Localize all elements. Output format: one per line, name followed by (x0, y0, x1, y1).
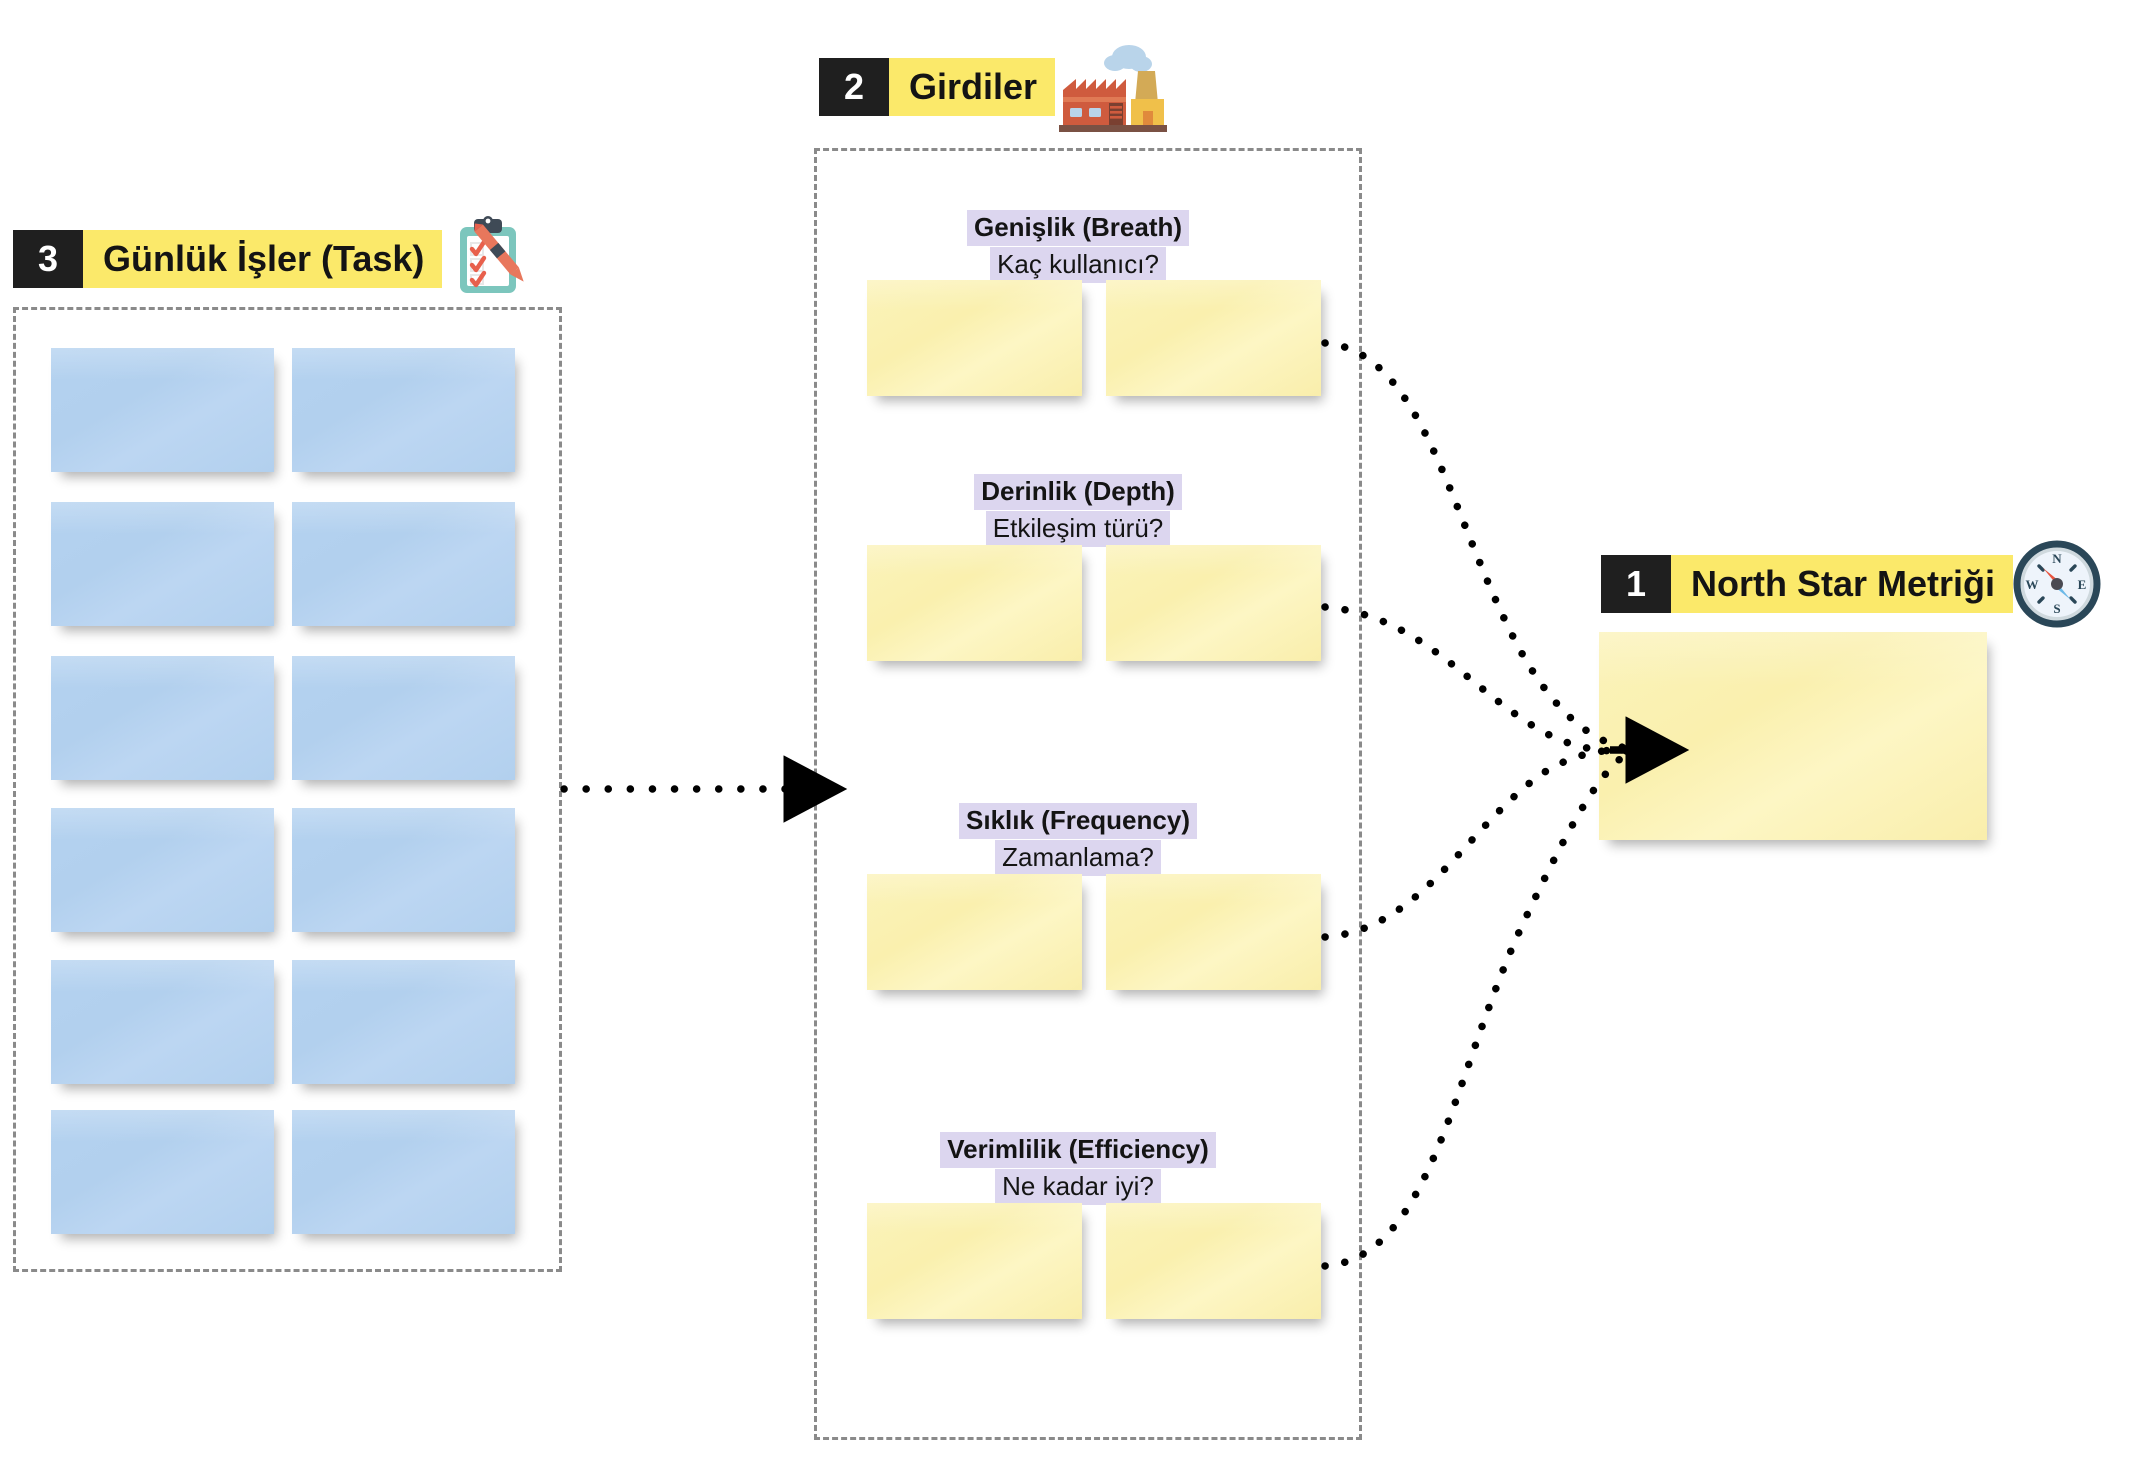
metric-question: Kaç kullanıcı? (990, 247, 1166, 284)
svg-text:E: E (2078, 577, 2087, 592)
metric-label-efficiency: Verimlilik (Efficiency) Ne kadar iyi? (0, 1132, 2156, 1206)
metric-question: Etkileşim türü? (985, 511, 1171, 548)
input-note-breath[interactable] (1106, 280, 1321, 396)
metric-label-frequency: Sıklık (Frequency) Zamanlama? (0, 803, 2156, 877)
task-note[interactable] (51, 960, 274, 1084)
input-note-frequency[interactable] (1106, 874, 1321, 990)
north-star-title: North Star Metriği (1671, 555, 2014, 613)
task-note[interactable] (51, 656, 274, 780)
task-note[interactable] (51, 348, 274, 472)
tasks-number-badge: 3 (13, 230, 83, 288)
task-note[interactable] (292, 656, 515, 780)
svg-text:W: W (2026, 577, 2039, 592)
tasks-header: 3 Günlük İşler (Task) (13, 216, 538, 293)
north-star-header: 1 North Star Metriği N S W E (1601, 540, 2105, 628)
task-note[interactable] (292, 960, 515, 1084)
inputs-number-badge: 2 (819, 58, 889, 116)
arrow-depth-to-north-star (1321, 603, 1636, 755)
factory-icon (1059, 45, 1169, 132)
svg-text:S: S (2053, 601, 2060, 616)
metric-question: Ne kadar iyi? (995, 1169, 1161, 1206)
metric-title: Derinlik (Depth) (974, 474, 1182, 511)
inputs-header: 2 Girdiler (819, 45, 1169, 132)
input-note-depth[interactable] (1106, 545, 1321, 661)
metric-label-breath: Genişlik (Breath) Kaç kullanıcı? (0, 210, 2156, 284)
task-note[interactable] (292, 808, 515, 932)
metric-title: Genişlik (Breath) (966, 210, 1190, 247)
metric-label-depth: Derinlik (Depth) Etkileşim türü? (0, 474, 2156, 548)
input-note-depth[interactable] (867, 545, 1082, 661)
task-note[interactable] (51, 502, 274, 626)
metric-title: Sıklık (Frequency) (959, 803, 1197, 840)
clipboard-pen-icon (446, 216, 538, 293)
metric-title: Verimlilik (Efficiency) (940, 1132, 1216, 1169)
north-star-note[interactable] (1599, 632, 1987, 840)
task-note[interactable] (292, 502, 515, 626)
task-note[interactable] (292, 1110, 515, 1234)
task-note[interactable] (51, 808, 274, 932)
input-note-breath[interactable] (867, 280, 1082, 396)
input-note-frequency[interactable] (867, 874, 1082, 990)
inputs-title: Girdiler (889, 58, 1056, 116)
task-note[interactable] (292, 348, 515, 472)
north-star-number-badge: 1 (1601, 555, 1671, 613)
task-note[interactable] (51, 1110, 274, 1234)
metric-question: Zamanlama? (995, 840, 1161, 877)
input-note-efficiency[interactable] (1106, 1203, 1321, 1319)
input-note-efficiency[interactable] (867, 1203, 1082, 1319)
compass-icon: N S W E (2009, 540, 2105, 628)
tasks-title: Günlük İşler (Task) (83, 230, 443, 288)
svg-text:N: N (2052, 551, 2062, 566)
